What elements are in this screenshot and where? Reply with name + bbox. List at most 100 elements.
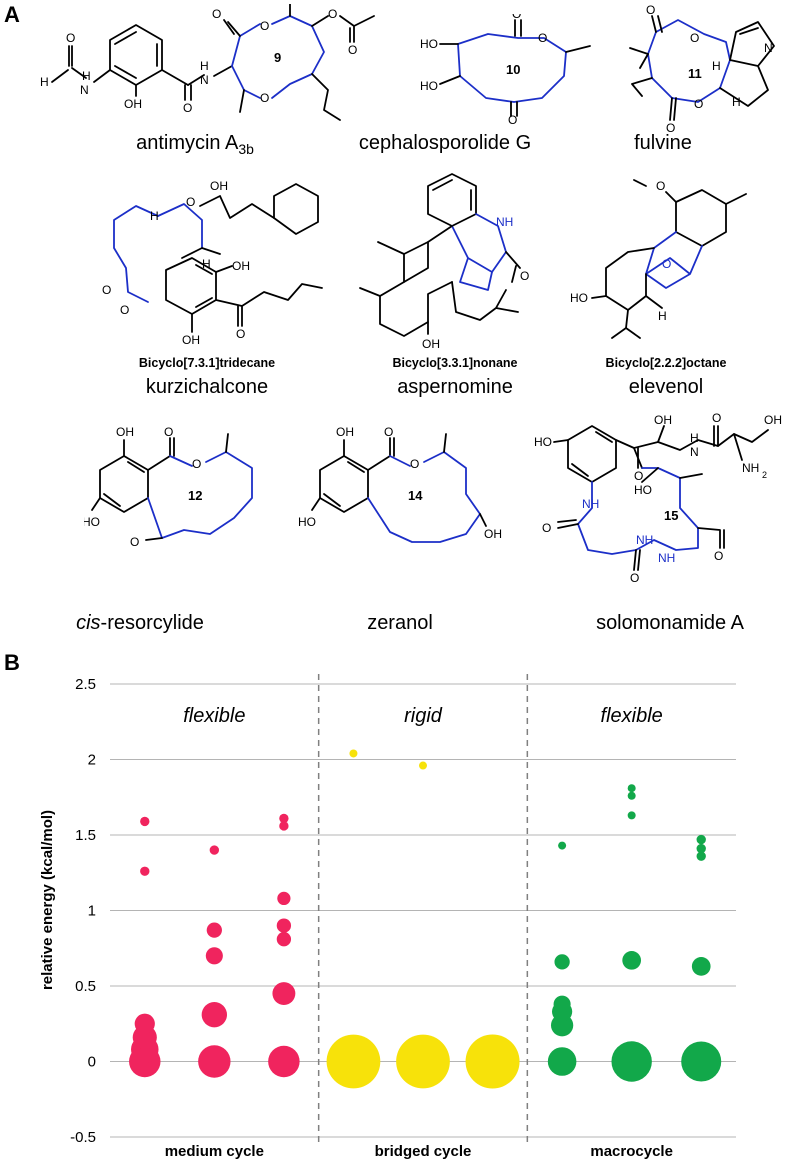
y-tick-label: 0.5 — [75, 978, 96, 995]
atom-o: O — [538, 31, 547, 45]
atom-oh: OH — [210, 179, 228, 193]
solomonamide-label: solomonamide A — [596, 612, 744, 634]
kurzichalcone-bicyclo: Bicyclo[7.3.1]tridecane — [138, 356, 276, 370]
atom-o: O — [348, 43, 357, 57]
data-point — [419, 761, 427, 770]
atom-o: O — [384, 425, 393, 439]
data-point — [696, 843, 706, 854]
atom-o: O — [120, 303, 129, 317]
data-point — [205, 947, 223, 965]
aspernomine-bicyclo: Bicyclo[3.3.1]nonane — [392, 356, 518, 370]
atom-o: O — [183, 101, 192, 115]
atom-ho: HO — [420, 37, 438, 51]
atom-o: O — [662, 257, 671, 271]
kurzichalcone-label: kurzichalcone — [145, 376, 269, 398]
cephalosporolide-structure: HO HO O O O 10 — [420, 14, 591, 124]
atom-oh: OH — [764, 413, 782, 427]
resorcylide-label: cis-resorcylide — [30, 612, 250, 635]
y-tick-label: 0 — [88, 1054, 96, 1071]
y-tick-label: 2.5 — [75, 676, 96, 693]
atom-o: O — [690, 31, 699, 45]
data-point — [622, 950, 642, 970]
data-point — [681, 1041, 722, 1082]
group-annotation: flexible — [183, 705, 245, 727]
data-point — [553, 995, 571, 1013]
atom-o: O — [666, 121, 675, 134]
atom-h: H — [202, 257, 211, 271]
atom-o: O — [260, 91, 269, 105]
atom-o: O — [236, 327, 245, 341]
atom-h: H — [712, 59, 721, 73]
data-point — [558, 841, 567, 850]
y-tick-label: 1.5 — [75, 827, 96, 844]
antimycin-subscript: 3b — [238, 141, 254, 157]
y-tick-label: -0.5 — [70, 1129, 96, 1146]
data-point — [201, 1002, 227, 1028]
data-point — [627, 784, 636, 793]
atom-o: O — [634, 469, 643, 483]
atom-o: O — [656, 179, 665, 193]
data-point — [279, 821, 289, 831]
atom-n: N — [764, 41, 773, 55]
data-point — [134, 1013, 155, 1034]
y-tick-label: 2 — [88, 752, 96, 769]
atom-o: O — [328, 7, 337, 21]
atom-ho: HO — [534, 435, 552, 449]
atom-nh2: NH — [742, 461, 759, 475]
data-point — [627, 791, 636, 800]
atom-ho: HO — [298, 515, 316, 529]
fulvine-structure: O O O O N H H 11 — [629, 3, 775, 134]
atom-oh: OH — [484, 527, 502, 541]
data-point — [209, 845, 220, 855]
compound-number: 11 — [688, 66, 702, 81]
elevenol-bicyclo: Bicyclo[2.2.2]octane — [605, 356, 727, 370]
data-point — [627, 811, 636, 820]
data-points — [129, 749, 722, 1089]
atom-o: O — [694, 97, 703, 111]
atom-h: H — [150, 209, 159, 223]
x-category-label: bridged cycle — [375, 1143, 472, 1160]
elevenol-label: elevenol — [628, 376, 704, 398]
atom-o: O — [164, 425, 173, 439]
compound-number: 9 — [274, 50, 281, 65]
zeranol-structure: OH HO O O OH 14 — [298, 425, 502, 543]
atom-oh: OH — [124, 97, 142, 111]
resorcylide-name: -resorcylide — [100, 612, 204, 634]
atom-o: O — [212, 7, 221, 21]
antimycin-name: antimycin A — [136, 132, 239, 154]
atom-o: O — [66, 31, 75, 45]
aspernomine-structure: NH O OH — [359, 173, 529, 351]
y-axis-label: relative energy (kcal/mol) — [39, 810, 56, 990]
atom-o: O — [520, 269, 529, 283]
atom-o: O — [186, 195, 195, 209]
atom-o: O — [542, 521, 551, 535]
atom-h: H — [40, 75, 49, 89]
data-point — [206, 922, 222, 938]
atom-o: O — [102, 283, 111, 297]
data-point — [349, 749, 358, 758]
atom-o: O — [646, 3, 655, 17]
atom-ho: HO — [84, 515, 100, 529]
group-annotation: flexible — [601, 705, 663, 727]
x-category-label: medium cycle — [165, 1143, 264, 1160]
atom-oh: OH — [116, 425, 134, 439]
data-point — [465, 1034, 520, 1089]
data-point — [272, 982, 296, 1006]
y-tick-label: 1 — [88, 903, 96, 920]
atom-nh: NH — [658, 551, 675, 565]
kurzichalcone-structure: O O O H OH H OH OH O — [102, 179, 323, 347]
antimycin-structure: H O N H OH O H N O O O O O 9 — [40, 4, 375, 121]
fulvine-label: fulvine — [634, 132, 692, 154]
atom-h: H — [690, 431, 699, 445]
atom-nh: NH — [582, 497, 599, 511]
data-point — [611, 1041, 652, 1082]
atom-o: O — [712, 412, 721, 425]
data-point — [140, 816, 150, 827]
atom-subscript: 2 — [762, 470, 767, 480]
resorcylide-structure: OH HO O O O 12 — [84, 425, 253, 549]
atom-oh: OH — [182, 333, 200, 347]
data-point — [554, 954, 570, 970]
